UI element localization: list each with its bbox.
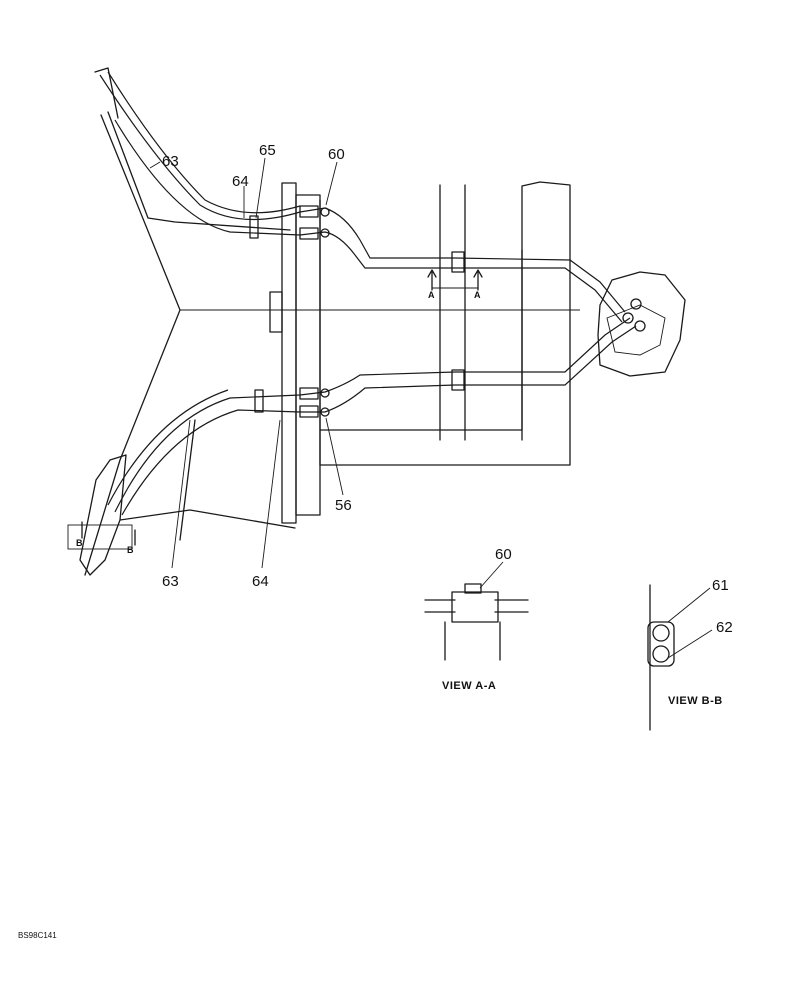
boom-frame (79, 67, 580, 576)
callout-leaders (149, 157, 344, 569)
view-aa-caption: VIEW A-A (442, 680, 496, 692)
callout-61: 61 (712, 577, 729, 594)
callout-64-bottom: 64 (252, 573, 269, 590)
callout-62: 62 (716, 619, 733, 636)
view-bb-caption: VIEW B-B (668, 695, 723, 707)
callout-56: 56 (335, 497, 352, 514)
callout-63-bottom: 63 (162, 573, 179, 590)
view-bb-detail: 61 62 VIEW B-B (647, 577, 733, 731)
section-mark-b-left: B (76, 538, 83, 548)
hose-lower-outer (107, 317, 631, 513)
fittings (249, 205, 646, 418)
section-line-bb: B B (67, 521, 136, 555)
callout-60-view: 60 (495, 546, 512, 563)
callout-63-top: 63 (162, 153, 179, 170)
section-mark-a-left: A (428, 290, 435, 300)
callout-64-top: 64 (232, 173, 249, 190)
hose-lower-inner (121, 325, 637, 516)
section-line-aa: A A (427, 269, 483, 300)
hose-upper-inner (114, 119, 623, 323)
view-aa-detail: 60 VIEW A-A (424, 546, 529, 692)
section-mark-a-right: A (474, 290, 481, 300)
end-bracket (597, 271, 686, 377)
hose-upper-outer (99, 71, 626, 313)
drawing-code: BS98C141 (18, 931, 57, 940)
callout-60-main: 60 (328, 146, 345, 163)
section-mark-b-right: B (127, 545, 134, 555)
callout-65: 65 (259, 142, 276, 159)
cylinder-body (319, 181, 571, 466)
